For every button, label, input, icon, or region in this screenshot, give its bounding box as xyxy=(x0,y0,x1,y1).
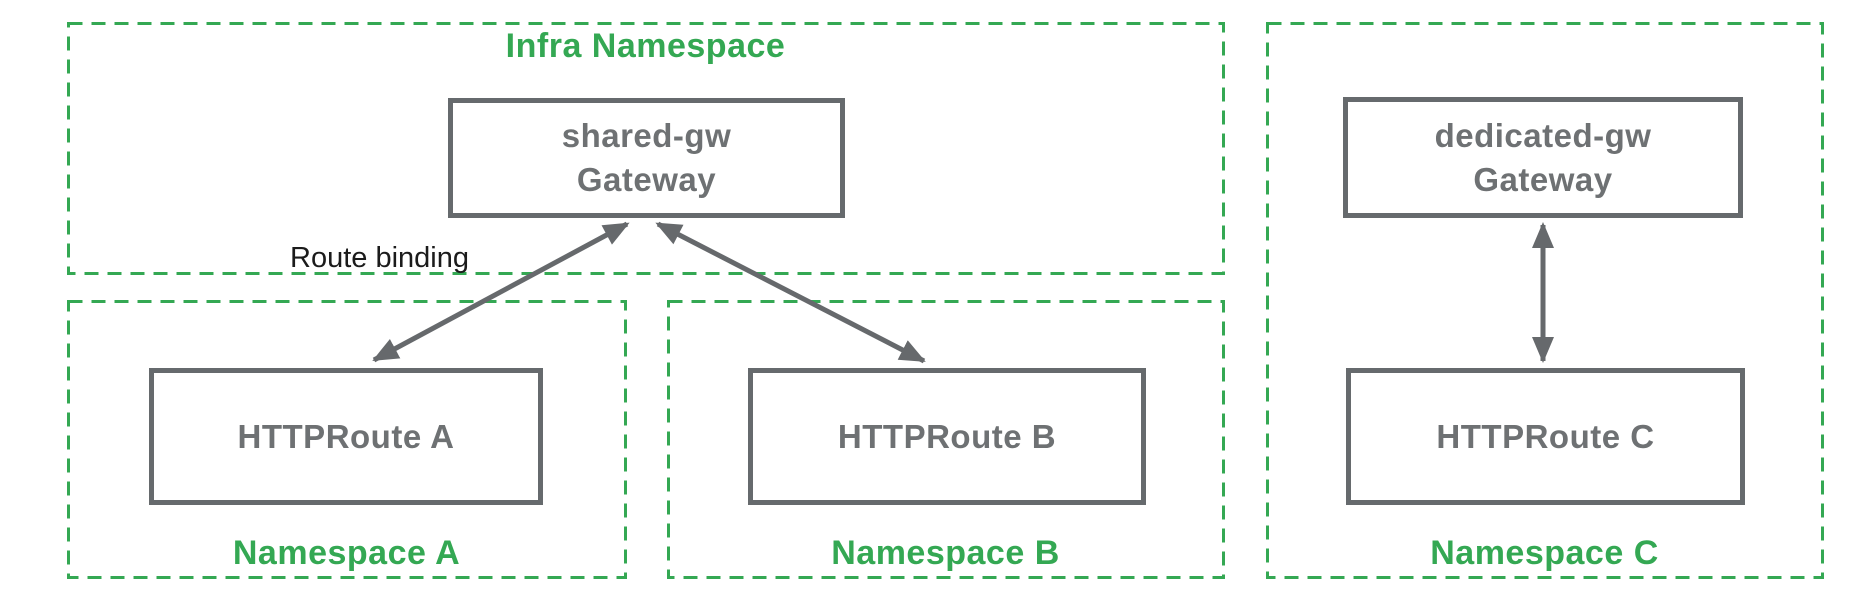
httproute-a-node: HTTPRoute A xyxy=(149,368,543,505)
dedicated-gw-gateway-node: dedicated-gw Gateway xyxy=(1343,97,1743,218)
httproute-c-label: HTTPRoute C xyxy=(1436,417,1655,455)
shared-gw-gateway-node: shared-gw Gateway xyxy=(448,98,845,218)
httproute-b-label: HTTPRoute B xyxy=(837,417,1057,455)
httproute-a-label: HTTPRoute A xyxy=(237,417,455,455)
route-b-binding-arrow xyxy=(655,221,926,364)
httproute-c-node: HTTPRoute C xyxy=(1346,368,1745,505)
namespace-a-border xyxy=(67,300,627,579)
route-binding-annotation: Route binding xyxy=(290,242,469,274)
infra-namespace-title: Infra Namespace xyxy=(505,27,786,65)
namespace-c-title: Namespace C xyxy=(1430,534,1659,572)
namespace-b-border xyxy=(667,300,1225,579)
shared-gw-gateway-name: shared-gw xyxy=(561,117,732,154)
dedicated-gw-gateway-name: dedicated-gw xyxy=(1434,116,1652,154)
httproute-b-node: HTTPRoute B xyxy=(748,368,1146,505)
infra-namespace-border xyxy=(67,22,1225,275)
route-a-binding-arrow xyxy=(372,221,630,363)
dedicated-gw-gateway-kind: Gateway xyxy=(1473,160,1613,198)
shared-gw-gateway-kind: Gateway xyxy=(576,161,717,198)
namespace-b-title: Namespace B xyxy=(831,534,1060,572)
namespace-c-border xyxy=(1266,22,1824,579)
namespace-a-title: Namespace A xyxy=(232,534,461,572)
